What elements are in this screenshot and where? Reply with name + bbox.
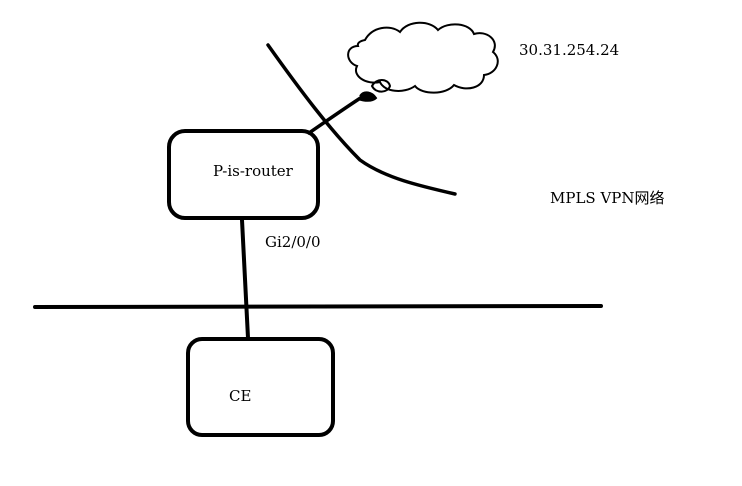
router-cloud-link — [307, 95, 364, 135]
cloud-tail-lobe — [370, 79, 392, 93]
ce-label: CE — [229, 387, 251, 405]
mpls-boundary-curve — [266, 43, 457, 196]
cloud-link-hook — [357, 91, 378, 102]
cloud-shape — [347, 21, 499, 94]
router-ce-link — [240, 218, 250, 340]
interface-label: Gi2/0/0 — [265, 233, 321, 251]
ce-box[interactable] — [186, 337, 335, 437]
cloud-ip-label: 30.31.254.24 — [519, 41, 619, 59]
p-router-box[interactable] — [167, 129, 320, 220]
p-router-label: P-is-router — [213, 162, 294, 180]
lan-segment-line — [33, 304, 603, 309]
network-label: MPLS VPN网络 — [550, 189, 665, 207]
